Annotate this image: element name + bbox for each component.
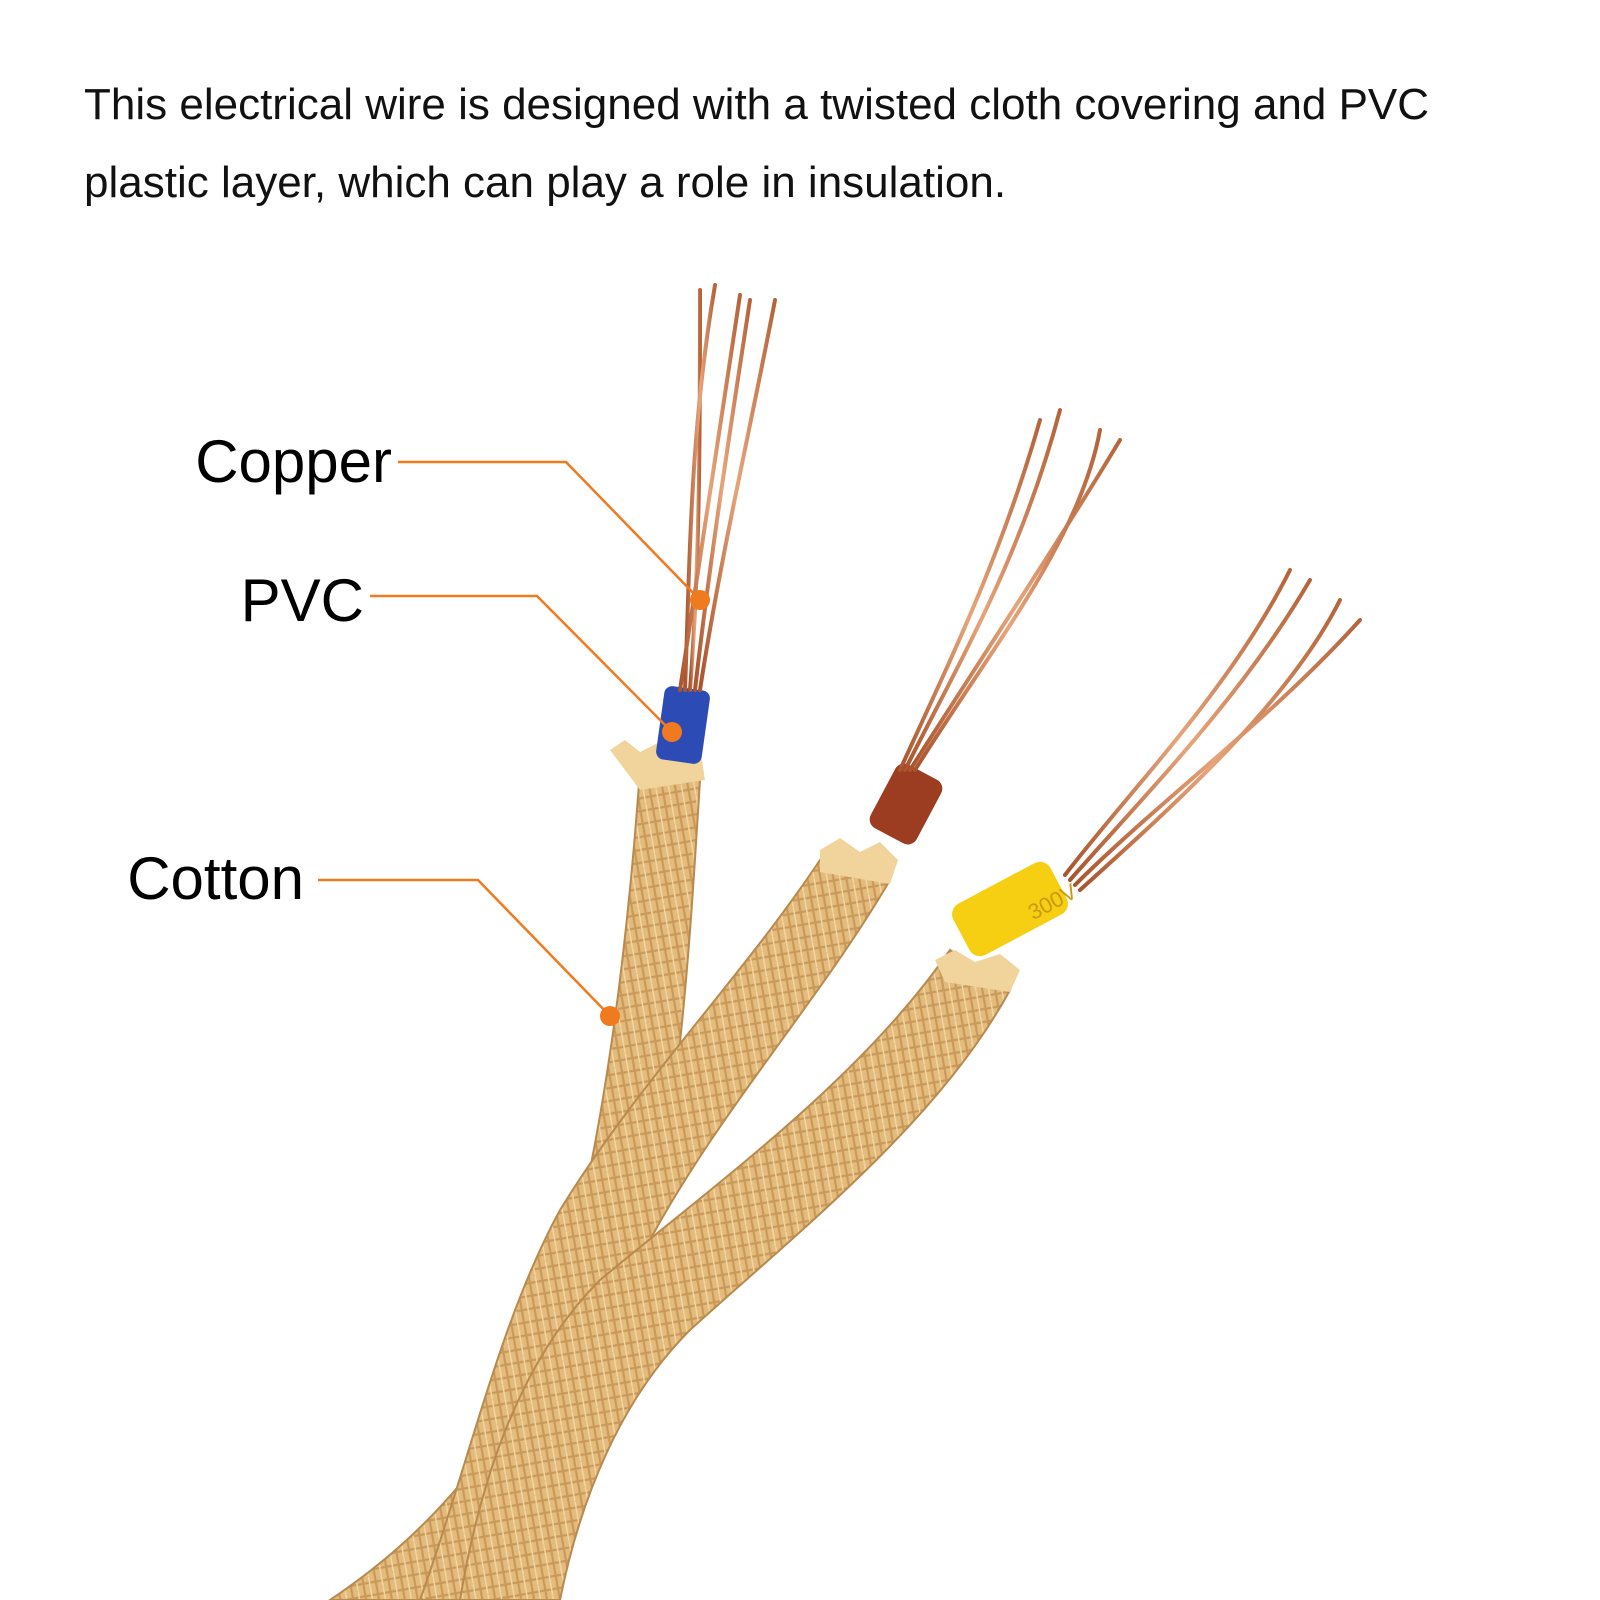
intro-text: This electrical wire is designed with a … xyxy=(84,80,1430,207)
cotton-marker-dot xyxy=(600,1006,620,1026)
copper-label: Copper xyxy=(195,428,392,495)
cotton-covering xyxy=(328,740,1020,1600)
cotton-leader-line xyxy=(318,878,611,1017)
copper-strands xyxy=(678,283,1362,892)
copper-leader-line xyxy=(398,460,701,601)
callout-lines xyxy=(318,460,701,1017)
copper-marker-dot xyxy=(690,590,710,610)
pvc-insulation: 300V xyxy=(656,686,1081,957)
pvc-leader-line xyxy=(370,594,673,733)
cotton-label: Cotton xyxy=(127,845,304,912)
pvc-label: PVC xyxy=(240,567,364,634)
pvc-marker-dot xyxy=(662,722,682,742)
callout-dots xyxy=(600,590,710,1026)
